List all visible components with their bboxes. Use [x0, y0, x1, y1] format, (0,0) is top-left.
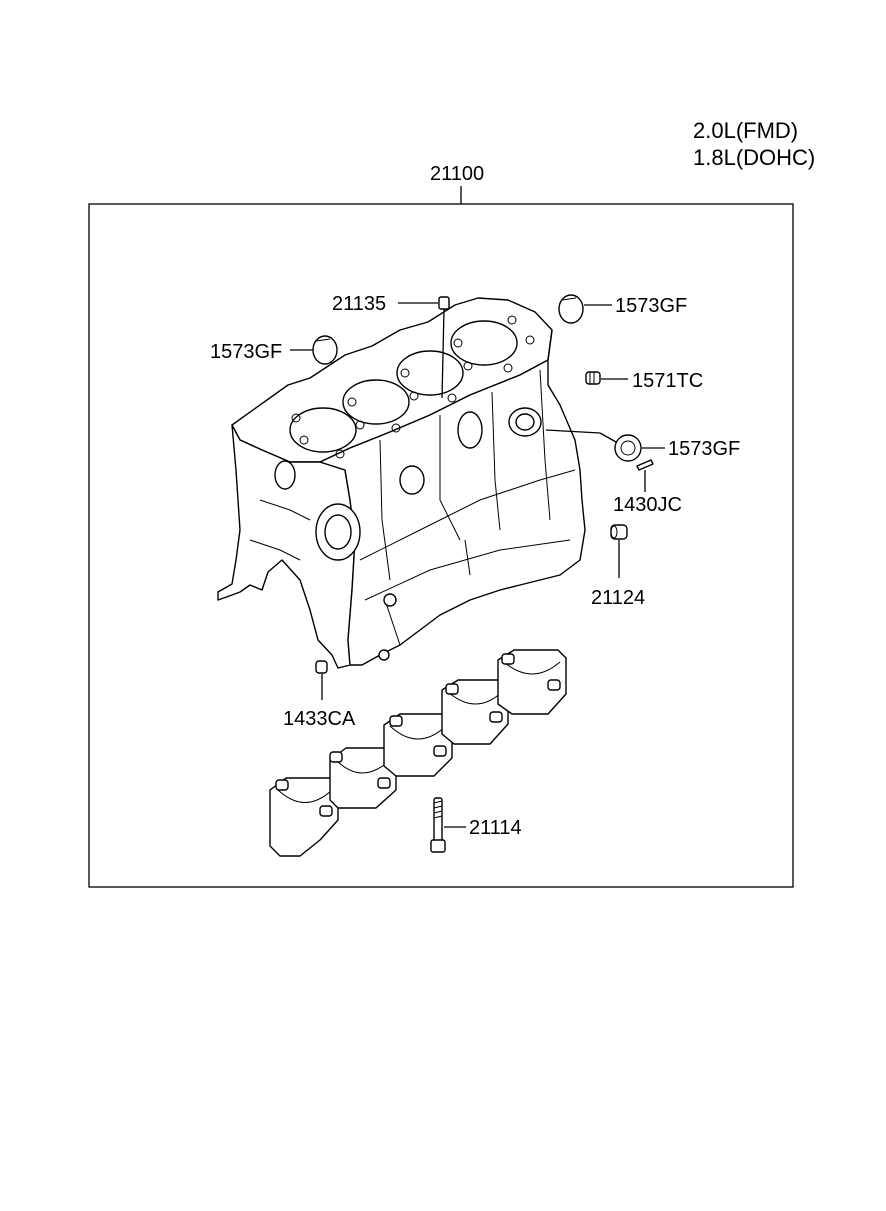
- callout-1573gf-top: 1573GF: [615, 295, 687, 317]
- threaded-plug: [585, 371, 601, 385]
- callout-1430jc: 1430JC: [613, 494, 682, 516]
- bearing-cap-1: [269, 747, 397, 857]
- callout-1433ca: 1433CA: [283, 708, 356, 730]
- leader-1573gf-right-a: [599, 432, 617, 443]
- oil-gallery-pipe-part: [438, 296, 450, 399]
- callout-1573gf-right: 1573GF: [668, 438, 740, 460]
- dowel-pin-part: [315, 660, 328, 674]
- expansion-plug-top: [558, 294, 584, 324]
- leader-1573gf-to-block: [545, 429, 601, 434]
- pin-part: [636, 459, 654, 471]
- bearing-cap-bolt: [430, 797, 446, 853]
- callout-21124: 21124: [591, 587, 645, 609]
- assembly-frame: [88, 203, 794, 888]
- dowel-sleeve-part: [610, 524, 628, 540]
- expansion-plug-right: [614, 434, 642, 462]
- assembly-number: 21100: [430, 163, 484, 185]
- bearing-cap-4: [497, 649, 567, 715]
- engine-variant-1: 2.0L(FMD): [693, 118, 798, 143]
- expansion-plug-left: [312, 335, 338, 365]
- callout-21114: 21114: [469, 817, 522, 839]
- bearing-cap-2: [383, 713, 453, 777]
- callout-21135: 21135: [332, 293, 386, 315]
- bearing-cap-3: [441, 679, 509, 745]
- callout-1573gf-left: 1573GF: [210, 341, 282, 363]
- callout-1571tc: 1571TC: [632, 370, 703, 392]
- engine-variant-2: 1.8L(DOHC): [693, 145, 815, 170]
- cylinder-block-illustration: [217, 297, 586, 669]
